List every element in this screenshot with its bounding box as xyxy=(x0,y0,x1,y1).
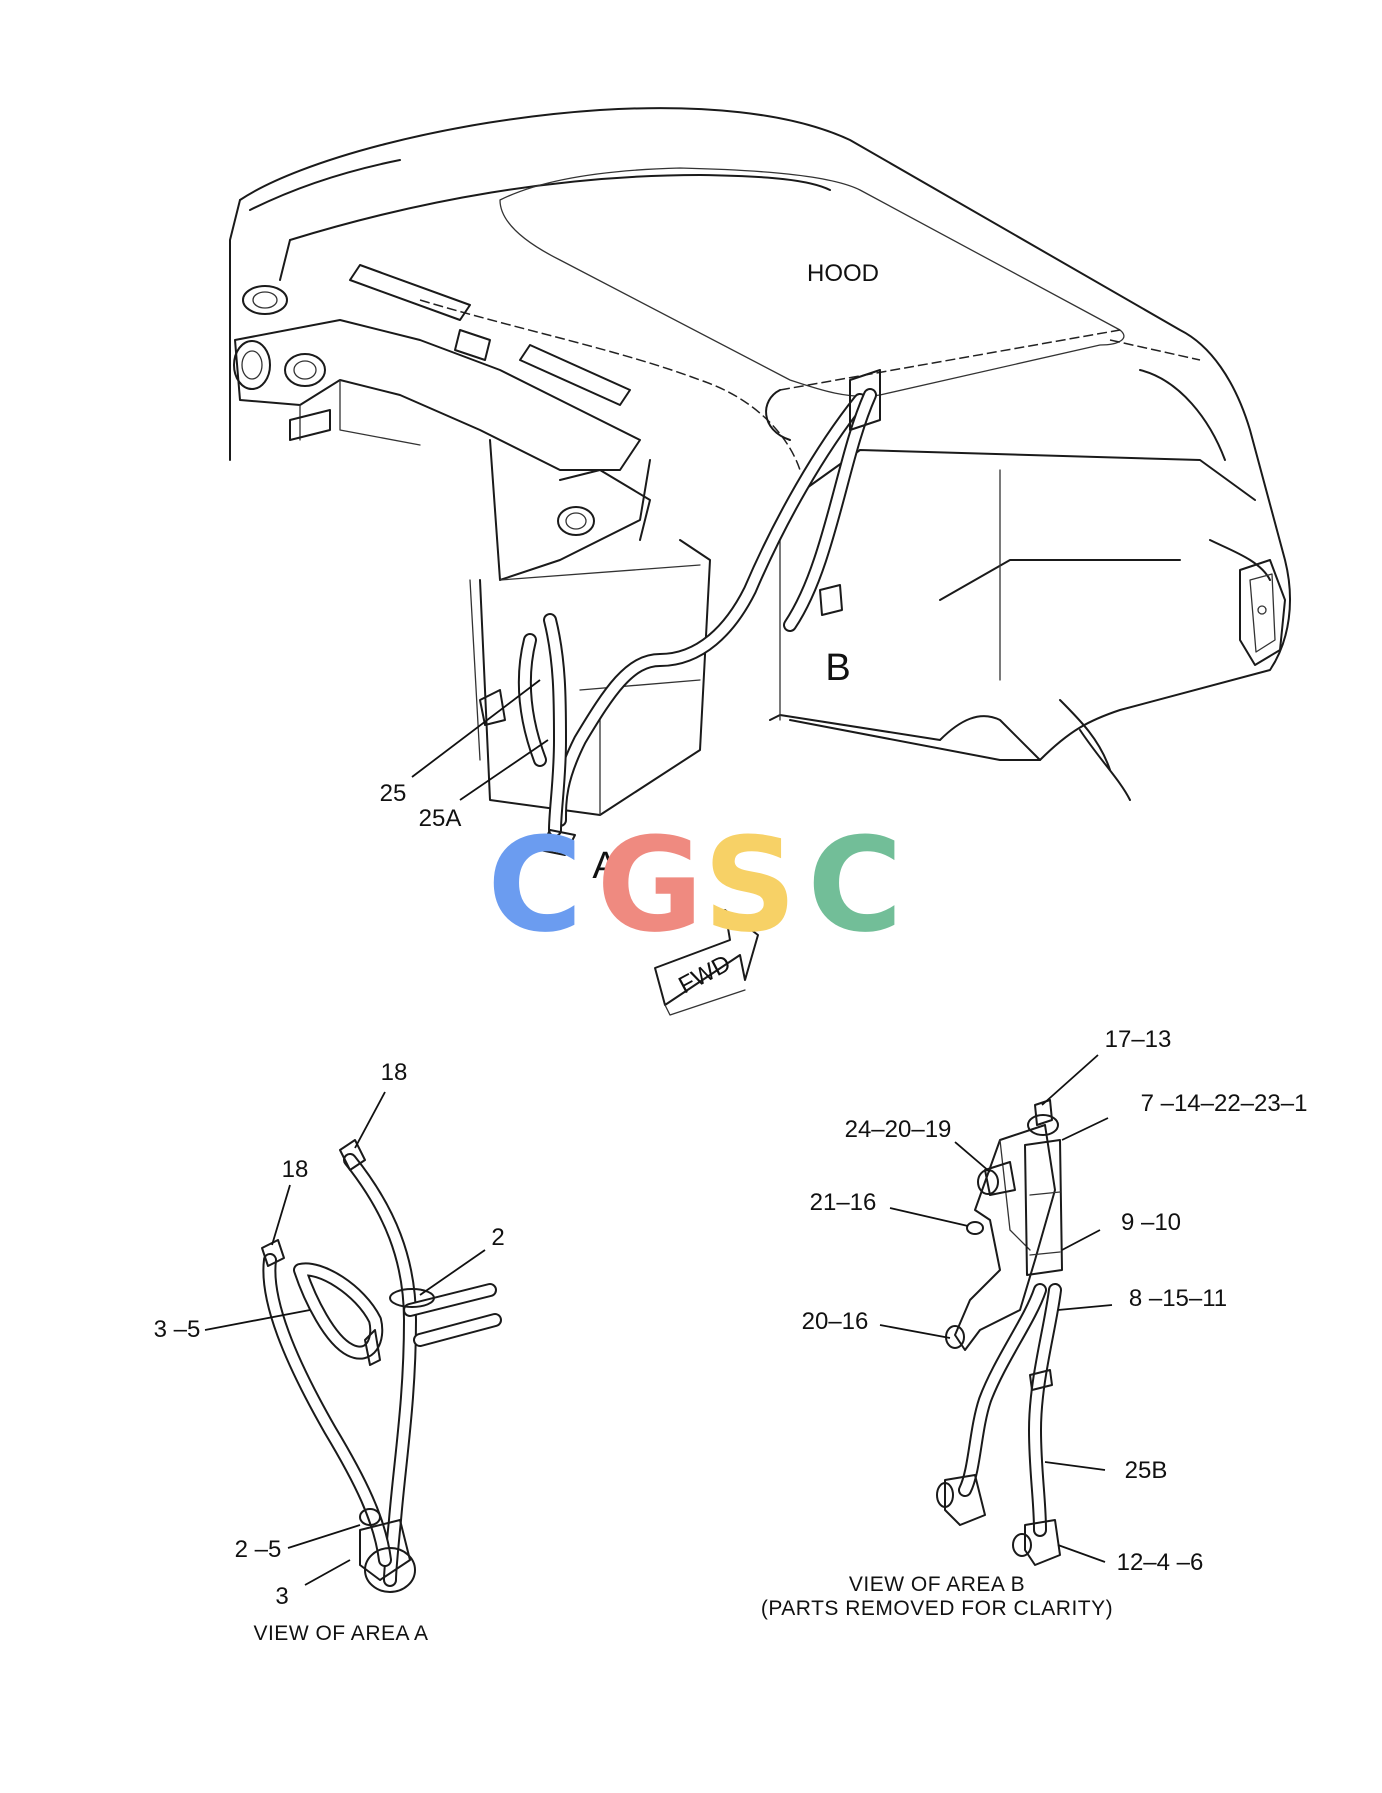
hood-label: HOOD xyxy=(807,260,879,287)
view-b-caption-line1: VIEW OF AREA B xyxy=(849,1573,1025,1596)
view-b-callout-9-10: 9 –10 xyxy=(1121,1209,1181,1236)
area-b-marker: B xyxy=(825,647,850,689)
view-a-callout-18-top: 18 xyxy=(381,1059,408,1086)
watermark-letter-c1: C xyxy=(487,809,582,961)
watermark-letter-c2: C xyxy=(807,809,902,961)
view-area-a: 18 18 2 3 –5 2 –5 3 VIEW OF AREA A xyxy=(154,1059,505,1645)
view-a-callout-3: 3 xyxy=(275,1583,288,1610)
main-view-hoses xyxy=(479,369,881,856)
main-assembly-view: HOOD B A 25 25A FWD xyxy=(229,107,1291,1016)
view-b-callout-25b: 25B xyxy=(1125,1457,1168,1484)
hood-shell xyxy=(229,107,1291,801)
callout-25: 25 xyxy=(380,780,407,807)
view-a-caption: VIEW OF AREA A xyxy=(253,1622,428,1645)
view-b-callout-24-20-19: 24–20–19 xyxy=(845,1116,952,1143)
view-b-callout-17-13: 17–13 xyxy=(1105,1026,1172,1053)
callout-25a: 25A xyxy=(419,805,462,832)
view-b-callout-20-16: 20–16 xyxy=(802,1308,869,1335)
view-a-callout-2: 2 xyxy=(491,1224,504,1251)
view-b-callout-21-16: 21–16 xyxy=(810,1189,877,1216)
view-a-callout-2-5: 2 –5 xyxy=(235,1536,282,1563)
leader-25 xyxy=(411,679,541,778)
view-a-callout-3-5: 3 –5 xyxy=(154,1316,201,1343)
watermark-letter-g: G xyxy=(597,809,704,961)
watermark-letter-s: S xyxy=(703,809,797,961)
area-a-marker: A xyxy=(592,845,618,887)
view-b-callout-7-14-22-23-1: 7 –14–22–23–1 xyxy=(1141,1090,1308,1117)
view-b-callout-12-4-6: 12–4 –6 xyxy=(1117,1549,1204,1576)
view-b-caption-line2: (PARTS REMOVED FOR CLARITY) xyxy=(761,1597,1113,1620)
view-a-callout-18-left: 18 xyxy=(282,1156,309,1183)
cgsc-watermark: C G S C xyxy=(487,809,902,961)
leader-25a xyxy=(459,739,549,801)
cowl-duct-assembly xyxy=(233,264,711,816)
view-b-callout-8-15-11: 8 –15–11 xyxy=(1129,1285,1227,1312)
view-area-b: 17–13 7 –14–22–23–1 24–20–19 21–16 9 –10… xyxy=(761,1026,1308,1620)
